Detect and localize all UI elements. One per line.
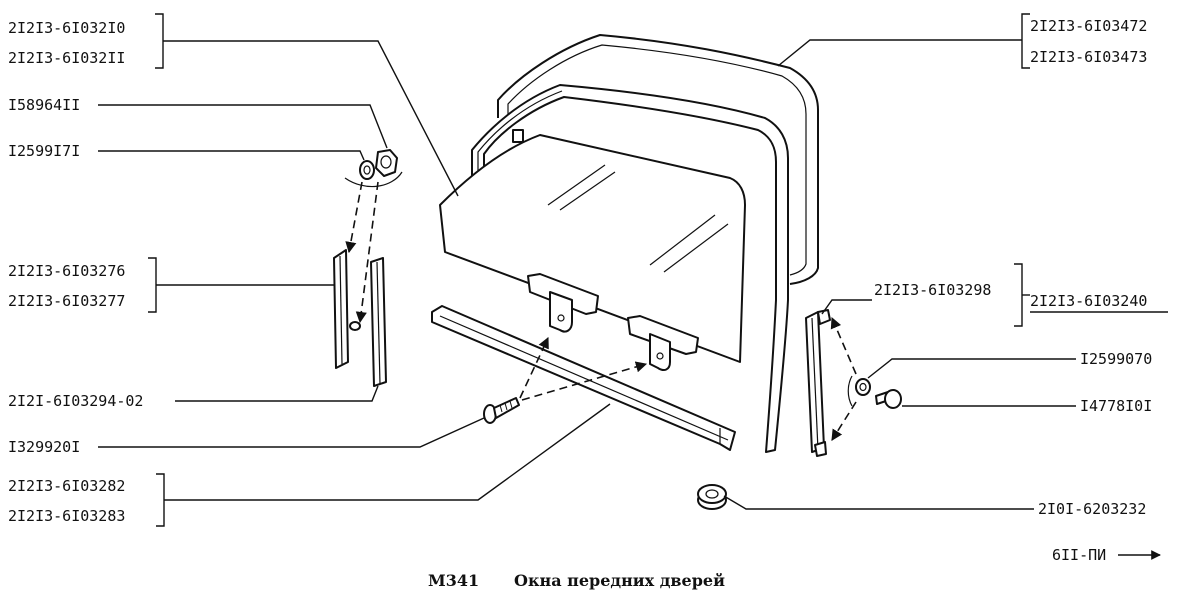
label-part-l6: 2I2I3-6I03277 bbox=[8, 292, 125, 310]
caption-title: Окна передних дверей bbox=[514, 571, 725, 590]
label-part-r1: 2I2I3-6I03472 bbox=[1030, 17, 1147, 35]
window-glass bbox=[439, 134, 746, 363]
nut-and-washer bbox=[344, 149, 403, 188]
label-part-l3: I58964II bbox=[8, 96, 80, 114]
label-part-l5: 2I2I3-6I03276 bbox=[8, 262, 125, 280]
page-reference: 6II-ПИ bbox=[1052, 546, 1106, 564]
glass-holder-bracket-front bbox=[527, 273, 599, 333]
part-labels: 2I2I3-6I032I0 2I2I3-6I032II I58964II I25… bbox=[8, 17, 1152, 590]
label-part-l9: 2I2I3-6I03282 bbox=[8, 477, 125, 495]
label-part-l7: 2I2I-6I03294-02 bbox=[8, 392, 143, 410]
label-part-l8: I329920I bbox=[8, 438, 80, 456]
screw-glass-holder bbox=[483, 397, 520, 424]
label-part-r5: I2599070 bbox=[1080, 350, 1152, 368]
label-part-l1: 2I2I3-6I032I0 bbox=[8, 19, 125, 37]
label-part-l2: 2I2I3-6I032II bbox=[8, 49, 125, 67]
glass-run-channel bbox=[471, 84, 789, 453]
rubber-bumper bbox=[697, 484, 727, 510]
label-part-r2: 2I2I3-6I03473 bbox=[1030, 48, 1147, 66]
assembly-arrows bbox=[345, 181, 857, 441]
rear-guide-channel bbox=[805, 309, 831, 457]
glass-holder-bracket-rear bbox=[627, 315, 699, 371]
caption-code: M341 bbox=[428, 571, 479, 590]
label-part-l4: I2599I7I bbox=[8, 142, 80, 160]
label-part-l10: 2I2I3-6I03283 bbox=[8, 507, 125, 525]
label-part-r3: 2I2I3-6I03298 bbox=[874, 281, 991, 299]
label-part-r4: 2I2I3-6I03240 bbox=[1030, 292, 1147, 310]
label-part-r6: I4778I0I bbox=[1080, 397, 1152, 415]
leader-lines bbox=[98, 13, 1168, 560]
front-guide-channel bbox=[333, 249, 387, 387]
rear-washer-and-screw bbox=[847, 375, 902, 409]
lower-glass-channel bbox=[431, 305, 736, 451]
label-part-r7: 2I0I-6203232 bbox=[1038, 500, 1146, 518]
